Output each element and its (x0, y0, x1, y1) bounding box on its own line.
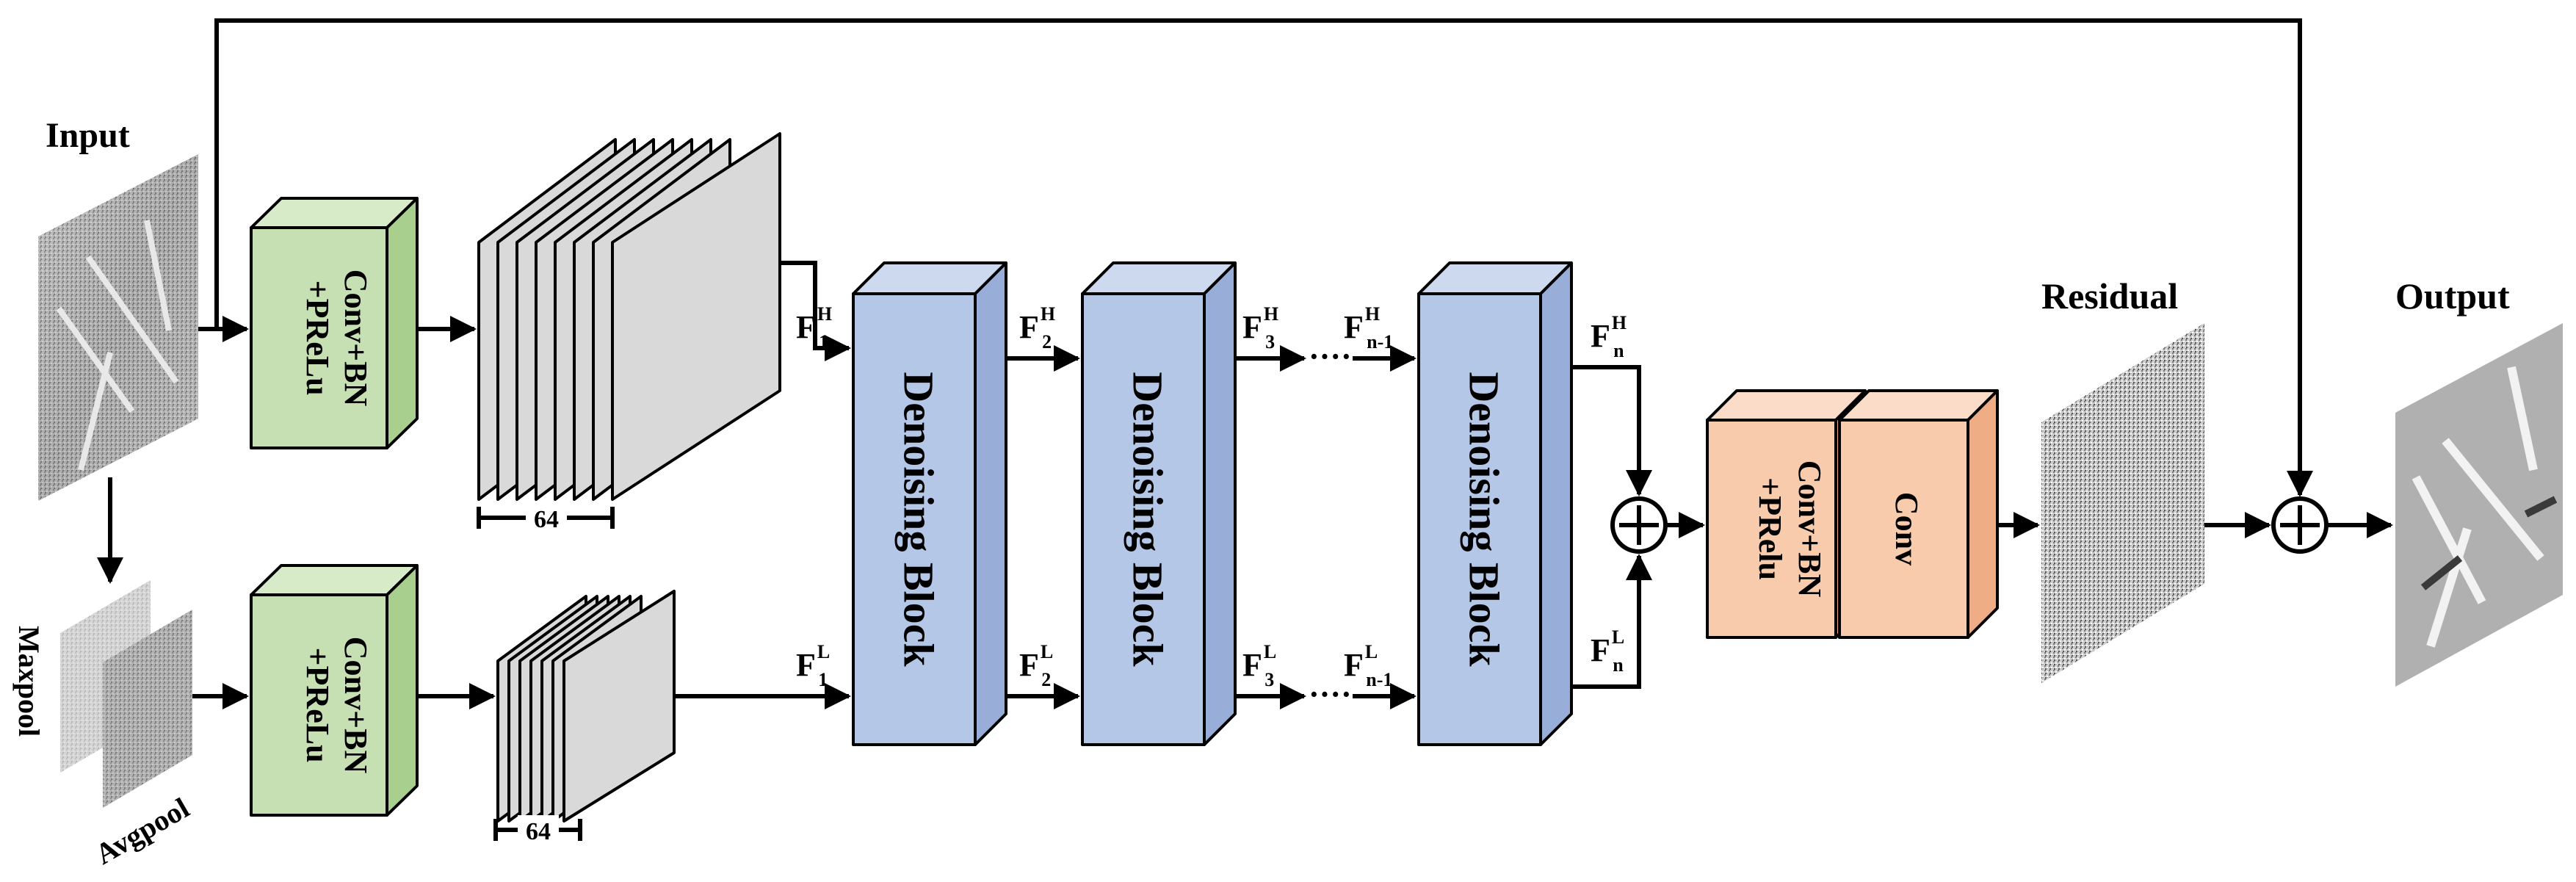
svg-text:Conv: Conv (1889, 492, 1925, 565)
output-image (2395, 323, 2563, 687)
denoising-block-n: Denoising Block (1417, 261, 1573, 746)
svg-text:Conv+BN: Conv+BN (338, 270, 374, 407)
sum-node-output (2271, 496, 2329, 554)
ellipsis-top: ···· (1309, 339, 1352, 375)
input-image (38, 154, 198, 501)
svg-text:FHn: FHn (1591, 312, 1627, 361)
maxpool-label: Maxpool (12, 626, 46, 737)
avgpool-image (103, 610, 192, 808)
svg-text:FH2: FH2 (1019, 303, 1055, 353)
svg-text:64: 64 (526, 818, 551, 845)
conv-block-output: Conv (1838, 389, 1999, 639)
output-label: Output (2395, 275, 2510, 317)
svg-text:FH3: FH3 (1242, 303, 1278, 353)
conv-bn-prelu-block-bottom: Conv+BN +PReLu (250, 564, 419, 817)
svg-text:FLn: FLn (1591, 626, 1624, 676)
sum-node-features (1610, 496, 1668, 554)
svg-text:Denoising Block: Denoising Block (1124, 372, 1172, 667)
feature-maps-bottom (496, 590, 676, 823)
svg-text:FL2: FL2 (1019, 641, 1053, 690)
residual-label: Residual (2041, 275, 2178, 317)
svg-text:FH1: FH1 (796, 303, 832, 353)
input-label: Input (46, 116, 130, 155)
ellipsis-bottom: ···· (1309, 676, 1352, 712)
feature-maps-top (477, 132, 781, 501)
svg-text:+PRelu: +PRelu (1752, 477, 1788, 580)
conv-bn-prelu-block-top: Conv+BN +PReLu (250, 197, 419, 449)
svg-text:FL3: FL3 (1242, 641, 1276, 690)
residual-image (2041, 323, 2204, 683)
channels-bracket-top: 64 (477, 503, 615, 533)
channels-bracket-bottom: 64 (493, 815, 582, 845)
svg-text:Conv+BN: Conv+BN (1792, 460, 1828, 598)
svg-text:+PReLu: +PReLu (300, 280, 336, 395)
svg-text:FHn-1: FHn-1 (1344, 303, 1393, 353)
svg-text:Conv+BN: Conv+BN (338, 637, 374, 774)
svg-text:Denoising Block: Denoising Block (1461, 372, 1508, 667)
svg-text:FLn-1: FLn-1 (1344, 641, 1392, 690)
svg-text:Denoising Block: Denoising Block (895, 372, 943, 667)
svg-text:64: 64 (534, 506, 559, 533)
denoising-block-1: Denoising Block (852, 261, 1007, 746)
denoising-block-2: Denoising Block (1081, 261, 1237, 746)
svg-text:+PReLu: +PReLu (300, 647, 336, 762)
connections (97, 18, 2393, 709)
svg-text:FL1: FL1 (796, 641, 830, 690)
